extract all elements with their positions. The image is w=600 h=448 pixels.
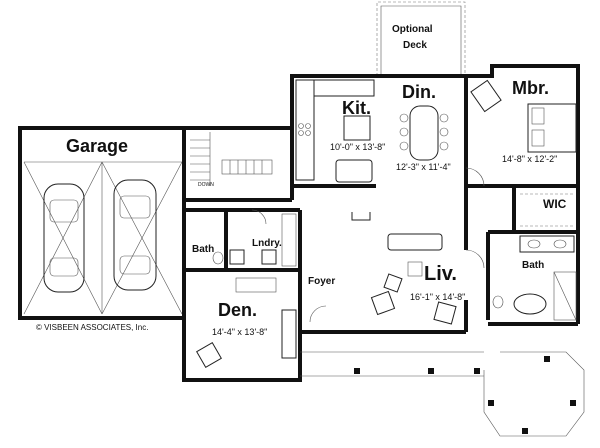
garage	[18, 126, 184, 320]
dining-dims: 12'-3" x 11'-4"	[396, 162, 451, 172]
optional-deck	[376, 1, 466, 76]
living-dims: 16'-1" x 14'-8"	[410, 292, 465, 302]
living-furniture	[351, 212, 457, 325]
car-left-icon	[43, 183, 85, 293]
den-label: Den.	[218, 300, 257, 320]
copyright-label: © VISBEEN ASSOCIATES, Inc.	[36, 323, 148, 332]
car-right-icon	[113, 179, 157, 291]
porch	[300, 351, 585, 437]
living-label: Liv.	[424, 263, 457, 285]
den-walls	[182, 270, 302, 382]
master-bedroom-dims: 14'-8" x 12'-2"	[502, 154, 557, 164]
wic-shelves	[520, 193, 574, 227]
door-swings	[251, 167, 485, 323]
den-dims: 14'-4" x 13'-8"	[212, 327, 267, 337]
stair-area: DOWN	[182, 126, 292, 202]
kitchen-label: Kit.	[342, 98, 371, 118]
kitchen-fixtures	[295, 79, 375, 183]
foyer-label: Foyer	[308, 276, 335, 287]
main-walls	[290, 64, 580, 334]
dining-label: Din.	[402, 82, 436, 102]
garage-label: Garage	[66, 136, 128, 156]
optional-deck-label-1: Optional	[392, 24, 433, 35]
wic-label: WIC	[543, 197, 567, 211]
stair-down-label: DOWN	[198, 182, 214, 188]
bath-left-label: Bath	[192, 244, 214, 255]
dining-table-icon	[399, 105, 449, 161]
laundry-label: Lndry.	[252, 238, 282, 249]
bath-right-label: Bath	[522, 260, 544, 271]
kitchen-dims: 10'-0" x 13'-8"	[330, 142, 385, 152]
optional-deck-label-2: Deck	[403, 40, 427, 51]
master-bedroom-label: Mbr.	[512, 78, 549, 98]
bed-icon	[470, 79, 577, 153]
bath-right-fixtures	[492, 235, 577, 321]
